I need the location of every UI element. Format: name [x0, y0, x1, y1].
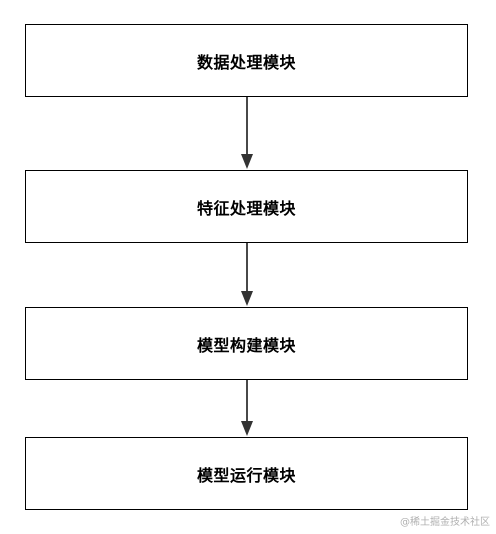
- module-box-data-processing: 数据处理模块: [25, 24, 468, 97]
- module-label: 数据处理模块: [196, 52, 296, 72]
- module-label: 模型运行模块: [196, 465, 296, 485]
- arrow-2-to-3: [241, 243, 253, 306]
- module-label: 模型构建模块: [196, 335, 296, 355]
- watermark-text: @稀土掘金技术社区: [400, 517, 490, 528]
- module-box-model-running: 模型运行模块: [25, 437, 468, 510]
- arrow-1-to-2: [241, 97, 253, 169]
- module-box-feature-processing: 特征处理模块: [25, 170, 468, 243]
- arrow-3-to-4: [241, 380, 253, 436]
- module-box-model-building: 模型构建模块: [25, 307, 468, 380]
- module-label: 特征处理模块: [196, 198, 296, 218]
